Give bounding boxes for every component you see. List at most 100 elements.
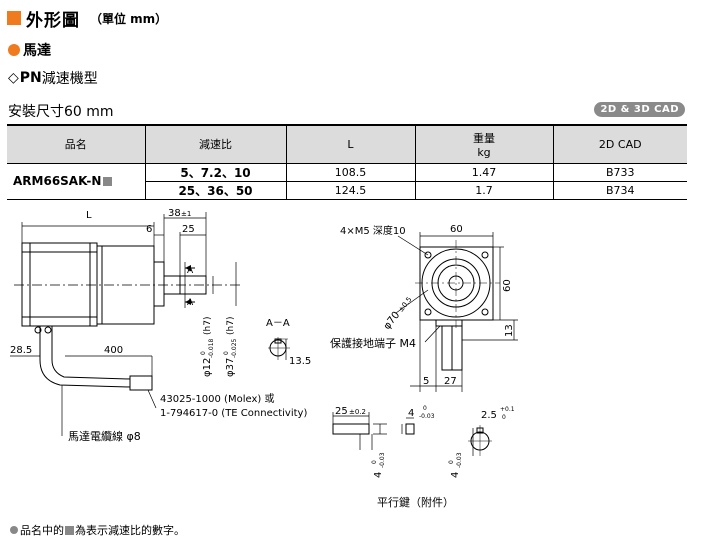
header-cad: 2D CAD: [552, 124, 687, 164]
spec-table: 品名 減速比 L 重量 kg 2D CAD ARM66SAK-N 5、7.2、1…: [7, 124, 687, 200]
phi70-tol: ±0.5: [397, 296, 414, 314]
key-dim-2-5: 2.5: [481, 410, 497, 421]
ground-label: 保護接地端子 M4: [330, 336, 416, 350]
key-dim-25: 25: [335, 406, 348, 417]
dimension-drawing: L 38 ±1 6 25 A A 28.5 400 φ12 0 -0.018 (…: [10, 208, 518, 509]
length-cell: 108.5: [285, 162, 416, 182]
key-dim-4v-tol-lower: -0.03: [379, 452, 386, 468]
dim-38: 38: [168, 208, 181, 219]
ratio-cell: 5、7.2、10: [144, 162, 287, 182]
header-model: 品名: [7, 124, 146, 164]
ground-terminal-icon: [44, 326, 52, 334]
dim-60-side: 60: [502, 279, 513, 292]
phi37-tol-upper: 0: [223, 351, 230, 355]
ratio-placeholder-icon: [103, 177, 113, 186]
key-end: [405, 423, 415, 435]
model-cell: ARM66SAK-N: [7, 162, 146, 200]
orange-dot-icon: [8, 44, 20, 56]
key-side: [332, 423, 370, 435]
footnote-before: 品名中的: [20, 524, 64, 537]
gear-pn: PN: [19, 70, 42, 86]
dim-L: L: [86, 210, 92, 221]
header-weight-unit: kg: [477, 145, 491, 159]
cad-link[interactable]: B734: [552, 180, 687, 200]
gray-dot-icon: [10, 526, 18, 534]
key-dim-4v: 4: [373, 472, 384, 478]
header-ratio: 減速比: [144, 124, 287, 164]
cable-label: 馬達電纜線 φ8: [68, 429, 141, 443]
key-dim-4-tol-upper: 0: [423, 405, 427, 412]
diamond-icon: ◇: [8, 70, 19, 86]
cad-link[interactable]: B733: [552, 162, 687, 182]
dim-27: 27: [444, 376, 457, 387]
cad-badge[interactable]: 2D & 3D CAD: [594, 102, 685, 117]
title-text: 外形圖: [26, 10, 80, 31]
dim-5: 5: [423, 376, 429, 387]
phi12: φ12: [202, 358, 213, 377]
dim-13-5: 13.5: [289, 356, 311, 367]
section-a-bottom: A: [187, 298, 194, 308]
dim-400: 400: [104, 345, 123, 356]
weight-cell: 1.7: [414, 180, 554, 200]
connector-label-2: 1-794617-0 (TE Connectivity): [160, 408, 307, 419]
mount-hole: [481, 251, 489, 259]
phi37-fit: (h7): [226, 317, 236, 335]
ratio-cell: 25、36、50: [144, 180, 287, 200]
motor-label: 馬達: [23, 43, 51, 59]
dim-13: 13: [504, 324, 515, 337]
section-aa-title: A－A: [266, 318, 290, 329]
dim-25: 25: [182, 224, 195, 235]
mount-hole: [424, 308, 432, 316]
title-square-icon: [7, 11, 21, 25]
key-dim-4v2-tol-upper: 0: [448, 460, 455, 464]
key-dim-4-tol-lower: -0.03: [419, 413, 435, 420]
page-title: 外形圖 （單位 mm）: [7, 6, 168, 31]
footnote: 品名中的 為表示減速比的數字。: [10, 522, 185, 538]
flange: [153, 261, 165, 307]
length-cell: 124.5: [285, 180, 416, 200]
key-dim-4: 4: [408, 408, 414, 419]
key-dim-4v2-tol-lower: -0.03: [456, 452, 463, 468]
key-dim-2-5-tol-lower: 0: [502, 414, 506, 421]
key-dim-4v2: 4: [450, 472, 461, 478]
section-a-top: A: [187, 266, 194, 276]
dim-38-tol: ±1: [181, 210, 191, 218]
dim-28-5: 28.5: [10, 345, 32, 356]
motor-body: [21, 242, 98, 327]
gear-heading: ◇ PN 減速機型: [8, 68, 98, 88]
key-dim-4v-tol-upper: 0: [371, 460, 378, 464]
weight-cell: 1.47: [414, 162, 554, 182]
footnote-after: 為表示減速比的數字。: [75, 524, 185, 537]
dim-60-top: 60: [450, 224, 463, 235]
holes-label: 4×M5 深度10: [340, 224, 406, 237]
key-dim-25-tol: ±0.2: [349, 408, 366, 416]
dim-6: 6: [146, 224, 152, 235]
ground-terminal-icon: [34, 326, 42, 334]
motor-heading: 馬達: [8, 40, 51, 60]
phi12-tol-lower: -0.018: [208, 338, 215, 358]
phi12-tol-upper: 0: [200, 351, 207, 355]
gear-label: 減速機型: [41, 71, 98, 87]
key-dim-2-5-tol-upper: +0.1: [500, 406, 515, 413]
motor-cable: [39, 326, 131, 388]
ratio-placeholder-icon: [65, 525, 74, 535]
phi37: φ37: [225, 358, 236, 377]
cable-connector: [129, 375, 153, 391]
phi70: φ70: [382, 310, 403, 332]
header-weight: 重量 kg: [414, 124, 554, 164]
key-caption: 平行鍵（附件）: [377, 495, 454, 509]
mount-hole: [481, 308, 489, 316]
table-row: ARM66SAK-N 5、7.2、10 108.5 1.47 B733: [7, 162, 687, 200]
title-unit: （單位 mm）: [90, 11, 168, 26]
phi12-fit: (h7): [203, 317, 213, 335]
connector-label-1: 43025-1000 (Molex) 或: [160, 393, 274, 405]
mount-hole: [424, 251, 432, 259]
model-name: ARM66SAK-N: [13, 174, 102, 188]
front-flange: [419, 246, 494, 321]
table-header-row: 品名 減速比 L 重量 kg 2D CAD: [7, 124, 687, 164]
header-weight-label: 重量: [473, 131, 495, 145]
table-row: 25、36、50 124.5 1.7 B734: [7, 180, 687, 200]
phi37-tol-lower: -0.025: [231, 338, 238, 358]
header-length: L: [285, 124, 416, 164]
mount-size: 安裝尺寸60 mm: [8, 104, 114, 120]
